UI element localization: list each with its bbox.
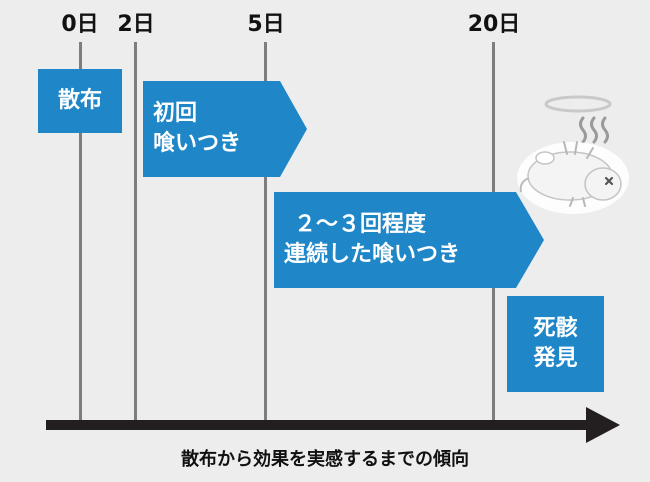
dead-rodent-illustration-icon — [517, 95, 629, 214]
event-label-carcass-1: 死骸 — [533, 316, 578, 342]
event-label-repeated-bites-2: 連続した喰いつき — [284, 242, 461, 267]
gridline-day-0 — [79, 42, 82, 425]
tick-label-day-20: 20日 — [467, 12, 521, 37]
event-arrow-repeated-bites: ２～３回程度 連続した喰いつき — [274, 192, 544, 288]
event-label-spraying: 散布 — [57, 88, 102, 114]
event-label-first-bite-2: 喰いつき — [153, 131, 242, 156]
event-label-repeated-bites-1: ２～３回程度 — [294, 212, 427, 238]
gridline-day-2 — [134, 42, 137, 425]
tick-label-day-2: 2日 — [117, 12, 155, 37]
event-box-carcass-found: 死骸 発見 — [507, 296, 604, 392]
event-arrow-first-bite: 初回 喰いつき — [143, 81, 307, 177]
arrow-shape — [274, 192, 544, 288]
event-label-carcass-2: 発見 — [533, 346, 578, 371]
timeline-caption: 散布から効果を実感するまでの傾向 — [181, 449, 469, 470]
tick-label-day-5: 5日 — [247, 12, 285, 37]
event-label-first-bite-1: 初回 — [153, 101, 198, 127]
gridline-day-5 — [264, 42, 267, 425]
timeline-arrowhead-icon — [586, 407, 620, 443]
tick-label-day-0: 0日 — [61, 12, 99, 37]
timeline-axis-line — [46, 420, 594, 430]
event-box-spraying: 散布 — [38, 69, 122, 133]
arrow-shape — [143, 81, 307, 177]
